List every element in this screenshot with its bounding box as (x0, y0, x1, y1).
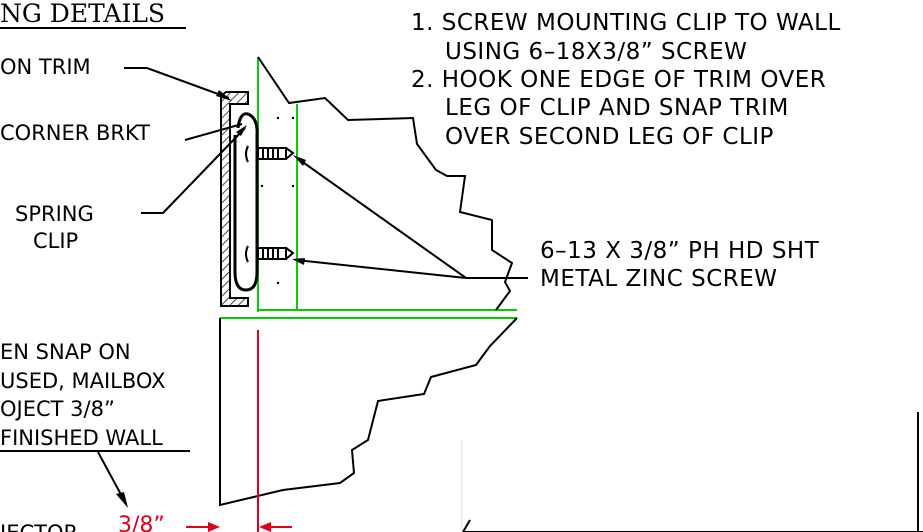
drawing-title: NG DETAILS (0, 0, 165, 28)
corner-bracket-label: CORNER BRKT (0, 121, 150, 145)
snap-note-line-2: USED, MAILBOX (0, 369, 165, 393)
screw-label-line-2: METAL ZINC SCREW (540, 266, 778, 292)
leader-trim (124, 67, 230, 99)
note-line-3: 2. HOOK ONE EDGE OF TRIM OVER (411, 67, 826, 93)
lower-wall-section (219, 317, 518, 532)
note-line-2: USING 6–18X3/8” SCREW (445, 39, 747, 65)
spring-clip-label-line-2: CLIP (33, 229, 78, 253)
leader-screw-bottom (295, 259, 467, 279)
snap-note-line-3: OJECT 3/8” (0, 397, 115, 421)
note-line-5: OVER SECOND LEG OF CLIP (445, 124, 774, 150)
face-dots (260, 116, 295, 285)
snap-note-line-1: EN SNAP ON (0, 340, 131, 364)
leader-screw-top (296, 157, 528, 279)
partial-frame (461, 412, 923, 532)
spring-clip (233, 112, 259, 292)
leader-spring-clip (141, 127, 246, 214)
spring-clip-label-line-1: SPRING (15, 202, 94, 226)
dimension-label: 3/8” (118, 513, 165, 532)
bottom-left-label: IECTOR (0, 521, 78, 532)
note-line-4: LEG OF CLIP AND SNAP TRIM (445, 95, 789, 121)
upper-break-line (257, 56, 514, 311)
screw-upper (245, 145, 295, 163)
leader-corner-bracket (184, 123, 243, 141)
installation-notes: 1. SCREW MOUNTING CLIP TO WALL USING 6–1… (411, 10, 841, 150)
note-line-1: 1. SCREW MOUNTING CLIP TO WALL (411, 10, 841, 36)
lower-wall-outline (219, 317, 518, 507)
trim-label: ON TRIM (0, 55, 91, 79)
screw-lower (245, 245, 295, 263)
dimension-arrows (186, 522, 292, 532)
leader-lines (97, 67, 528, 508)
screw-label-line-1: 6–13 X 3/8” PH HD SHT (540, 238, 820, 264)
snap-note-line-4: FINISHED WALL (0, 426, 163, 450)
snap-note: EN SNAP ON USED, MAILBOX OJECT 3/8” FINI… (0, 340, 190, 452)
